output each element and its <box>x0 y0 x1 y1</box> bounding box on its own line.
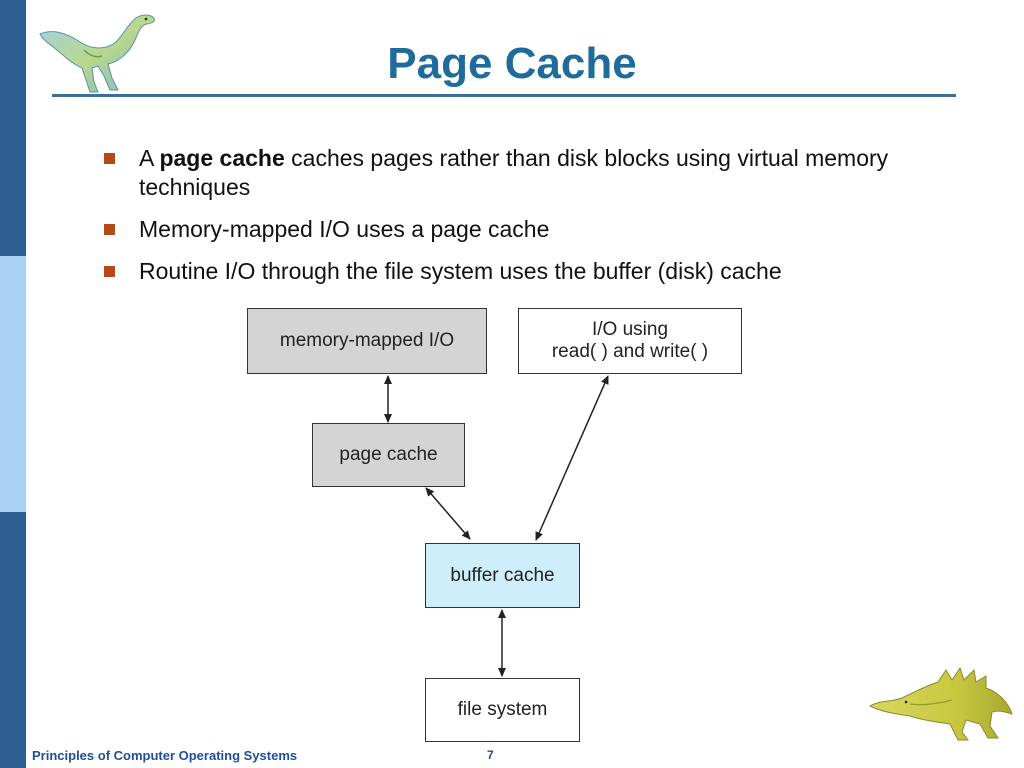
file-system-box: file system <box>425 678 580 742</box>
slide-page-number: 7 <box>487 748 494 762</box>
memory-mapped-io-box: memory-mapped I/O <box>247 308 487 374</box>
bullet-text-prefix: A <box>139 145 160 171</box>
square-bullet-icon <box>104 266 115 277</box>
title-underline <box>52 94 956 97</box>
bullet-item-routine-io: Routine I/O through the file system uses… <box>104 257 984 286</box>
buffer-cache-box: buffer cache <box>425 543 580 608</box>
left-sidebar-stripe <box>0 0 26 768</box>
sidebar-segment-bottom <box>0 512 26 768</box>
bullet-text-bold: page cache <box>159 145 285 171</box>
file-system-label: file system <box>457 699 548 720</box>
footer-course-title: Principles of Computer Operating Systems <box>32 748 298 763</box>
bullet-item-memory-mapped: Memory-mapped I/O uses a page cache <box>104 215 984 244</box>
page-cache-box: page cache <box>312 423 465 487</box>
square-bullet-icon <box>104 224 115 235</box>
page-cache-label: page cache <box>339 444 438 465</box>
bullet-text: Memory-mapped I/O uses a page cache <box>139 216 550 242</box>
read-write-label: read( ) and write( ) <box>551 341 709 362</box>
bullet-text: Routine I/O through the file system uses… <box>139 258 782 284</box>
bullet-list: A page cache caches pages rather than di… <box>104 144 984 299</box>
arrow-page-cache-to-buffer-cache <box>425 487 471 540</box>
dinosaur-logo-bottom-icon <box>868 666 1013 741</box>
dinosaur-logo-top-icon <box>39 14 155 93</box>
buffer-cache-label: buffer cache <box>450 564 555 586</box>
bullet-text-suffix: caches pages rather than disk blocks usi… <box>139 145 889 200</box>
arrow-io-to-buffer-cache <box>535 375 609 541</box>
sidebar-segment-middle <box>0 256 26 512</box>
io-read-write-box: I/O using read( ) and write( ) <box>518 308 742 374</box>
bullet-item-page-cache: A page cache caches pages rather than di… <box>104 144 984 202</box>
memory-mapped-io-label: memory-mapped I/O <box>279 330 455 351</box>
slide-title: Page Cache <box>387 39 637 88</box>
io-using-label: I/O using <box>591 319 669 340</box>
sidebar-segment-top <box>0 0 26 256</box>
square-bullet-icon <box>104 153 115 164</box>
page-cache-diagram: memory-mapped I/O I/O using read( ) and … <box>246 306 744 746</box>
diagram-arrows <box>384 375 609 677</box>
